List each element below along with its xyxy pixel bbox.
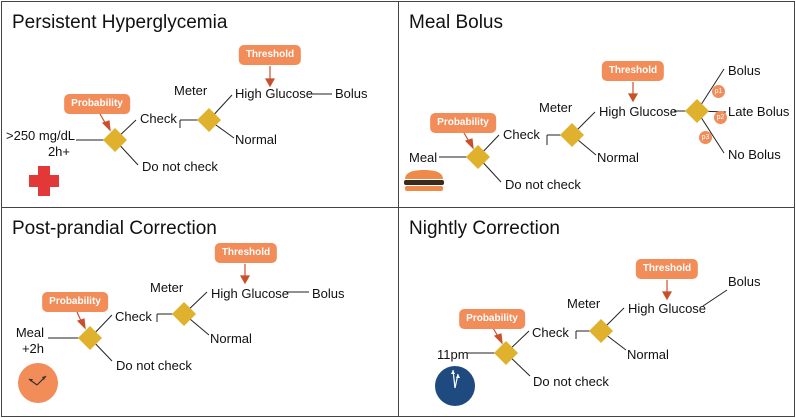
decision-tree-lines <box>404 68 727 191</box>
glucose-decision-node <box>560 123 584 147</box>
high-glucose-label: High Glucose <box>235 86 314 101</box>
bolus-label: Bolus <box>728 63 761 78</box>
trigger-line-2: 2h+ <box>47 144 70 159</box>
bolus-label: Bolus <box>335 86 368 101</box>
panel-postprandial-correction: Post-prandial Correction Meal +2h Probab… <box>1 207 399 417</box>
probability-label: Probability <box>459 309 525 329</box>
decision-tree-lines <box>29 66 332 196</box>
check-label: Check <box>503 127 540 142</box>
late-bolus-label: Late Bolus <box>728 104 790 119</box>
decision-tree-lines <box>435 280 728 406</box>
trigger-label: Meal <box>409 150 438 165</box>
threshold-label: Threshold <box>238 45 302 65</box>
do-not-check-label: Do not check <box>533 374 609 389</box>
decision-tree-lines <box>18 264 309 403</box>
trigger-line-1: Meal <box>15 325 44 340</box>
check-decision-node <box>78 326 102 350</box>
do-not-check-label: Do not check <box>116 358 192 373</box>
meter-label: Meter <box>150 280 184 295</box>
check-label: Check <box>140 111 177 126</box>
bolus-label: Bolus <box>728 274 761 289</box>
panel-title: Post-prandial Correction <box>12 218 217 239</box>
burger-icon <box>404 170 444 191</box>
probability-label: Probability <box>42 292 108 312</box>
p1-label: p1 <box>712 85 725 98</box>
trigger-label: Meal +2h <box>6 325 44 357</box>
bolus-label: Bolus <box>312 286 345 301</box>
check-label: Check <box>115 309 152 324</box>
do-not-check-label: Do not check <box>142 159 218 174</box>
threshold-label: Threshold <box>635 259 699 279</box>
trigger-line-2: +2h <box>21 341 44 356</box>
treatment-decision-node <box>589 319 613 343</box>
normal-label: Normal <box>627 347 669 362</box>
panel-title: Meal Bolus <box>409 12 503 33</box>
normal-label: Normal <box>597 150 639 165</box>
high-glucose-label: High Glucose <box>599 104 678 119</box>
blue-clock-icon <box>435 366 475 406</box>
panel-title: Persistent Hyperglycemia <box>12 12 228 33</box>
check-label: Check <box>532 325 569 340</box>
do-not-check-label: Do not check <box>505 177 581 192</box>
orange-clock-icon <box>18 363 58 403</box>
meter-label: Meter <box>567 296 601 311</box>
check-decision-node <box>103 128 127 152</box>
trigger-line-1: >250 mg/dL <box>6 128 76 143</box>
probability-label: Probability <box>430 113 496 133</box>
p3-label: p3 <box>699 131 712 144</box>
panel-title: Nightly Correction <box>409 218 560 239</box>
treatment-decision-node <box>172 302 196 326</box>
bolus-decision-node <box>685 99 709 123</box>
threshold-label: Threshold <box>214 243 278 263</box>
panel-meal-bolus: Meal Bolus Meal Probability Check Do not… <box>398 1 795 208</box>
check-decision-node <box>466 145 490 169</box>
probability-label: Probability <box>64 94 130 114</box>
threshold-label: Threshold <box>601 61 665 81</box>
meter-label: Meter <box>174 83 208 98</box>
trigger-label: 11pm <box>437 347 469 362</box>
panel-nightly-correction: Nightly Correction 11pm Probability Chec… <box>398 207 795 417</box>
normal-label: Normal <box>235 132 277 147</box>
normal-label: Normal <box>210 331 252 346</box>
meter-label: Meter <box>539 100 573 115</box>
panel-persistent-hyperglycemia: Persistent Hyperglycemia >250 mg/dL 2h+ … <box>1 1 399 208</box>
check-decision-node <box>494 341 518 365</box>
high-glucose-label: High Glucose <box>628 301 707 316</box>
trigger-label: >250 mg/dL 2h+ <box>6 128 76 160</box>
no-bolus-label: No Bolus <box>728 147 781 162</box>
treatment-decision-node <box>197 108 221 132</box>
high-glucose-label: High Glucose <box>211 286 290 301</box>
red-cross-icon <box>29 166 59 196</box>
p2-label: p2 <box>714 111 727 124</box>
